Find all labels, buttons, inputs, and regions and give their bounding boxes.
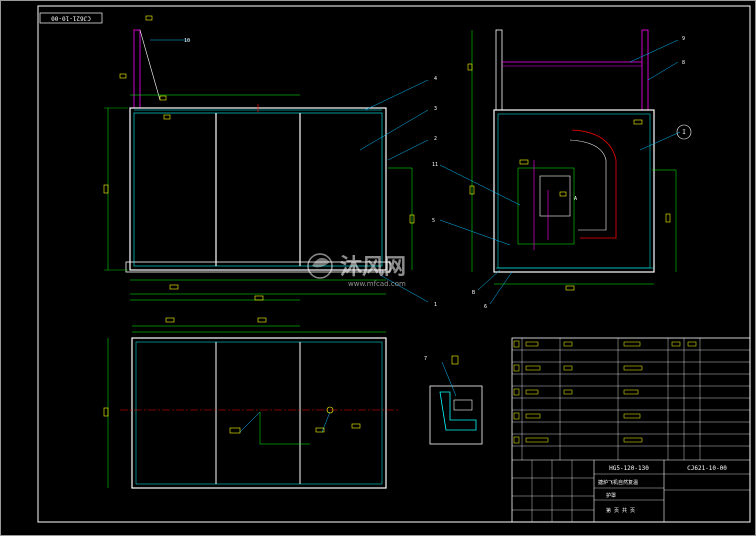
part-label-11: 11 bbox=[432, 162, 438, 168]
part-label-7: 7 bbox=[424, 356, 427, 362]
side-view: I 9 8 11 5 B 6 A bbox=[432, 29, 692, 310]
detail-circle bbox=[676, 124, 692, 140]
title-part-name: 护罩 bbox=[606, 492, 616, 499]
title-standard-ref: HG5-120-130 bbox=[609, 465, 649, 472]
watermark: 沐风网 www.mfcad.com bbox=[307, 253, 406, 288]
part-label-A: A bbox=[574, 196, 577, 202]
watermark-brand: 沐风网 bbox=[340, 255, 406, 280]
drawing-frame bbox=[37, 5, 751, 523]
part-label-5: 5 bbox=[432, 218, 435, 224]
title-sheet: 第 页 共 页 bbox=[606, 507, 635, 514]
front-view: 10 4 3 2 1 bbox=[103, 15, 437, 308]
part-label-B: B bbox=[472, 290, 475, 296]
title-designation: 搪炉飞机自然复温 bbox=[598, 479, 638, 486]
detail-circle-label: I bbox=[682, 129, 686, 136]
part-label-4: 4 bbox=[434, 76, 437, 82]
top-view bbox=[103, 317, 400, 489]
part-label-2: 2 bbox=[434, 136, 437, 142]
stamp-code-box: CJ621-10-00 bbox=[39, 12, 103, 24]
part-label-10: 10 bbox=[184, 38, 190, 44]
part-label-8: 8 bbox=[682, 60, 685, 66]
part-label-3: 3 bbox=[434, 106, 437, 112]
parts-list: HG5-120-130 CJ621-10-00 搪炉飞机自然复温 护罩 第 页 … bbox=[511, 337, 751, 523]
stamp-code: CJ621-10-00 bbox=[51, 15, 91, 22]
watermark-logo-icon bbox=[307, 253, 333, 279]
watermark-url: www.mfcad.com bbox=[348, 280, 406, 288]
detail-view: 7 bbox=[424, 355, 483, 445]
part-label-9: 9 bbox=[682, 36, 685, 42]
title-drawing-no: CJ621-10-00 bbox=[687, 465, 727, 472]
part-label-6: 6 bbox=[484, 304, 487, 310]
part-label-1: 1 bbox=[434, 302, 437, 308]
